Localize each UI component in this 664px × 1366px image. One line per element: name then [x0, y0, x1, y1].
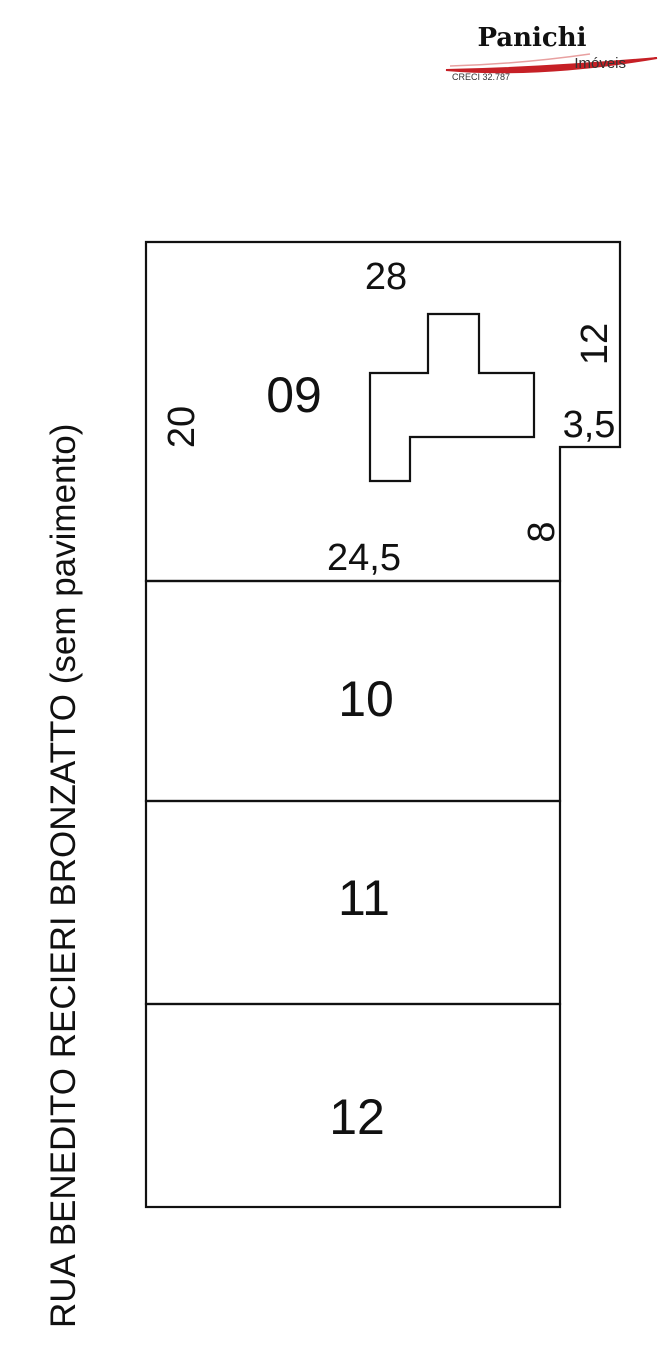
lot-number-09: 09: [266, 367, 322, 423]
dim-left: 20: [161, 406, 203, 448]
logo-name: Panichi: [477, 23, 586, 53]
dim-bottom: 24,5: [327, 537, 401, 579]
dim-right-lower: 8: [521, 521, 563, 542]
logo-swoosh-accent: [449, 53, 591, 67]
logo-swoosh: [445, 57, 658, 74]
lot-12-outline: [144, 1002, 562, 1209]
dim-top: 28: [365, 256, 407, 298]
lot-number-11: 11: [338, 870, 390, 926]
lot-number-12: 12: [329, 1089, 385, 1145]
dim-right-upper: 12: [574, 323, 616, 365]
logo-creci: CRECI 32.787: [452, 72, 510, 82]
lot-number-10: 10: [338, 671, 394, 727]
house-footprint: [368, 312, 536, 483]
logo-subtitle: Imóveis: [574, 55, 626, 72]
logo: Panichi Imóveis CRECI 32.787: [445, 23, 658, 82]
street-label: RUA BENEDITO RECIERI BRONZATTO (sem pavi…: [44, 424, 83, 1328]
dim-notch: 3,5: [563, 404, 616, 446]
